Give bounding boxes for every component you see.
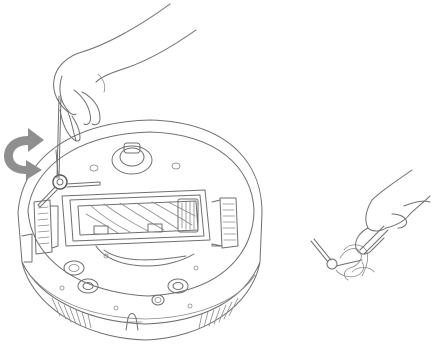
hand-cleaning-side-brush [311,170,430,280]
robot-vacuum-underside [18,120,262,340]
front-caster-wheel [112,143,152,174]
left-drive-wheel [34,200,58,254]
side-brush [38,150,100,207]
right-drive-wheel [212,198,238,248]
main-brush-housing [62,190,210,246]
robot-bottom-plate [28,132,254,296]
detached-side-brush [311,241,328,262]
screwdriver [59,96,61,178]
counterclockwise-rotate-arrow-icon [4,128,44,180]
charging-contacts [64,261,188,305]
